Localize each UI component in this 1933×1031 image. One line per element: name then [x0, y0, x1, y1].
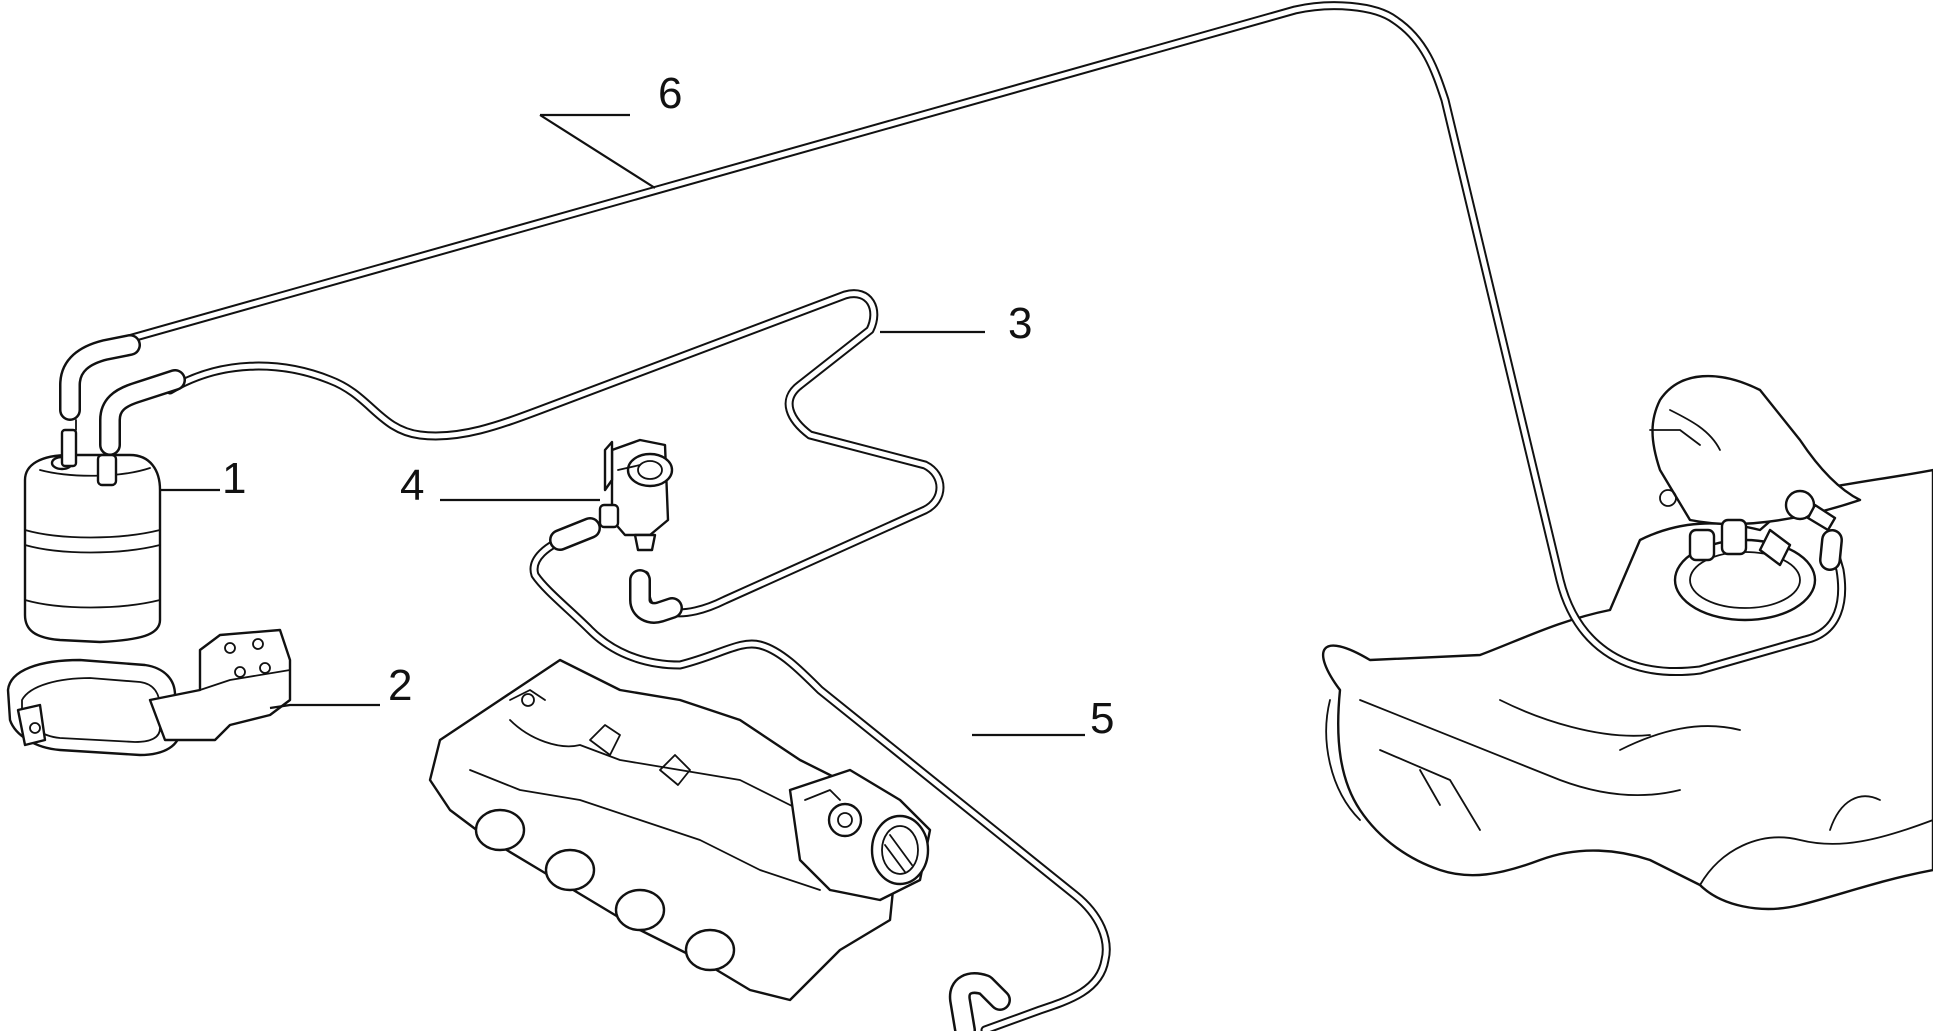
hose-3-elbow: [99, 369, 683, 624]
callout-6: 6: [658, 69, 682, 118]
purge-pipe-5: [529, 530, 1111, 1031]
fuel-tank: [1322, 374, 1933, 911]
hose-6-elbow: [59, 334, 1843, 571]
purge-pipe-3: [165, 289, 945, 618]
intake-manifold: [428, 658, 932, 1002]
callout-5: 5: [1090, 694, 1114, 743]
leader-lines: [160, 113, 1085, 737]
callout-1: 1: [222, 454, 246, 503]
vent-pipe-6: [120, 1, 1847, 676]
callout-3: 3: [1008, 299, 1032, 348]
purge-solenoid-valve: [598, 438, 674, 552]
canister-bracket: [6, 628, 292, 757]
hose-5-ends: [549, 517, 1011, 1031]
callout-labels: 1 2 3 4 5 6: [222, 69, 1114, 743]
charcoal-canister: [23, 419, 162, 644]
callout-4: 4: [400, 461, 424, 510]
leader-6: [539, 113, 656, 189]
leader-2: [269, 703, 380, 710]
callout-2: 2: [388, 661, 412, 710]
